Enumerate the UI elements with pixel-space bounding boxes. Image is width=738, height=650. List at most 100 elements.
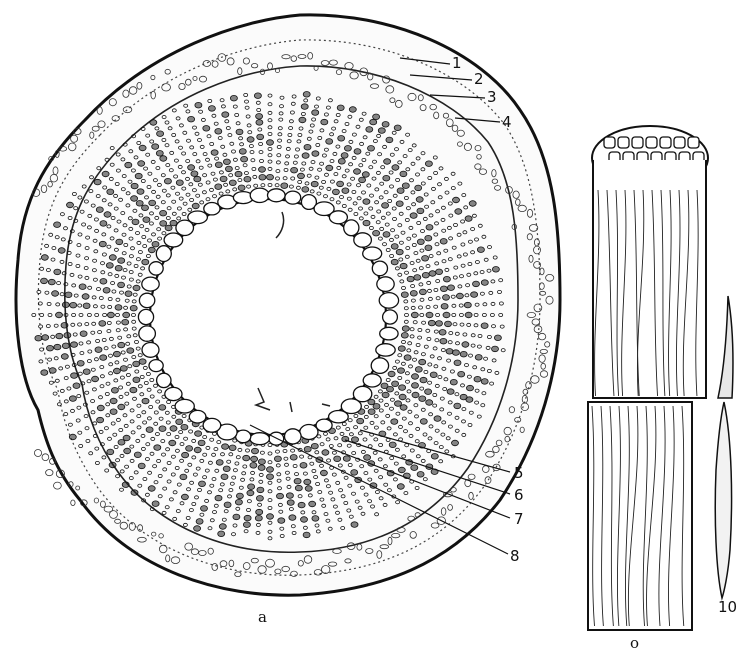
vessel-cell [417, 239, 424, 245]
vessel-cell [170, 426, 177, 432]
vessel-cell [236, 129, 243, 135]
vessel-cell [164, 178, 171, 184]
vessel-cell [426, 400, 433, 406]
pith-cell [139, 326, 156, 341]
vessel-cell [211, 150, 218, 156]
pith-cell [383, 310, 398, 324]
vessel-cell [343, 456, 350, 462]
bundle-end-cell [604, 137, 615, 148]
vessel-cell [224, 502, 231, 508]
vessel-cell [416, 197, 423, 203]
vessel-cell [397, 188, 404, 194]
vessel-cell [342, 188, 349, 194]
vessel-cell [320, 470, 327, 476]
vessel-cell [303, 532, 310, 538]
vessel-cell [221, 474, 228, 480]
vessel-cell [244, 176, 251, 182]
vessel-cell [107, 189, 114, 195]
vessel-cell [94, 179, 101, 185]
vessel-cell [131, 196, 138, 202]
vessel-cell [139, 359, 146, 365]
vessel-cell [110, 398, 117, 404]
vessel-cell [312, 516, 319, 522]
vessel-cell [54, 344, 61, 350]
vessel-cell [80, 331, 87, 337]
vessel-cell [443, 276, 450, 282]
vessel-cell [233, 514, 240, 520]
vessel-cell [494, 335, 501, 341]
vessel-cell [373, 230, 380, 236]
vessel-cell [111, 388, 118, 394]
vessel-cell [258, 465, 265, 471]
vessel-cell [160, 156, 167, 162]
vessel-cell [132, 219, 139, 225]
vessel-cell [48, 279, 55, 285]
vessel-cell [465, 216, 472, 222]
label-6: 6 [514, 486, 524, 504]
vessel-cell [259, 167, 266, 173]
label-8: 8 [510, 547, 520, 565]
vessel-cell [267, 467, 274, 473]
vessel-cell [148, 486, 155, 492]
vessel-cell [194, 447, 201, 453]
vessel-cell [278, 518, 285, 524]
vessel-cell [215, 184, 222, 190]
vessel-cell [326, 139, 333, 145]
vessel-cell [257, 134, 264, 140]
panel-label-o: o [630, 634, 639, 650]
pith-cell [300, 425, 318, 440]
vessel-cell [303, 92, 310, 98]
vessel-cell [182, 452, 189, 458]
vessel-cell [309, 501, 316, 507]
bundle-end-cell [632, 137, 643, 148]
vessel-cell [194, 526, 201, 532]
vessel-cell [366, 127, 373, 133]
vessel-cell [446, 349, 453, 355]
vessel-cell [241, 156, 248, 162]
label-10: 10 [718, 598, 737, 616]
vessel-cell [398, 368, 405, 374]
pith-cell [138, 309, 153, 324]
vessel-cell [304, 144, 311, 150]
vessel-cell [267, 474, 274, 480]
vessel-cell [138, 463, 145, 469]
vessel-cell [67, 202, 74, 208]
vessel-cell [417, 208, 424, 214]
vessel-cell [402, 326, 409, 332]
vessel-cell [434, 416, 441, 422]
vessel-cell [134, 452, 141, 458]
vessel-cell [96, 207, 103, 213]
vessel-cell [223, 159, 230, 165]
label-4: 4 [502, 113, 512, 131]
vessel-cell [429, 271, 436, 277]
vessel-cell [394, 125, 401, 131]
vessel-cell [301, 104, 308, 110]
vessel-cell [58, 248, 65, 254]
vessel-cell [159, 426, 166, 432]
pith-cell [285, 191, 301, 204]
vessel-cell [124, 448, 131, 454]
vessel-cell [223, 466, 230, 472]
vessel-cell [107, 312, 114, 318]
vessel-cell [412, 383, 419, 389]
vessel-cell [454, 403, 461, 409]
vessel-cell [188, 165, 195, 171]
pith-cell [377, 277, 394, 292]
vessel-cell [440, 338, 447, 344]
vessel-cell [258, 459, 265, 465]
vessel-cell [286, 493, 293, 499]
vessel-cell [475, 355, 482, 361]
vessel-cell [208, 106, 215, 112]
pith-cell [379, 293, 398, 309]
vessel-cell [130, 305, 137, 311]
vessel-cell [458, 371, 465, 377]
fibre-bundle [588, 126, 708, 630]
vessel-cell [456, 293, 463, 299]
vessel-cell [239, 149, 246, 155]
vessel-cell [103, 288, 110, 294]
vessel-cell [334, 456, 341, 462]
vessel-cell [142, 205, 149, 211]
vessel-cell [454, 360, 461, 366]
vessel-cell [160, 210, 167, 216]
vessel-cell [415, 185, 422, 191]
